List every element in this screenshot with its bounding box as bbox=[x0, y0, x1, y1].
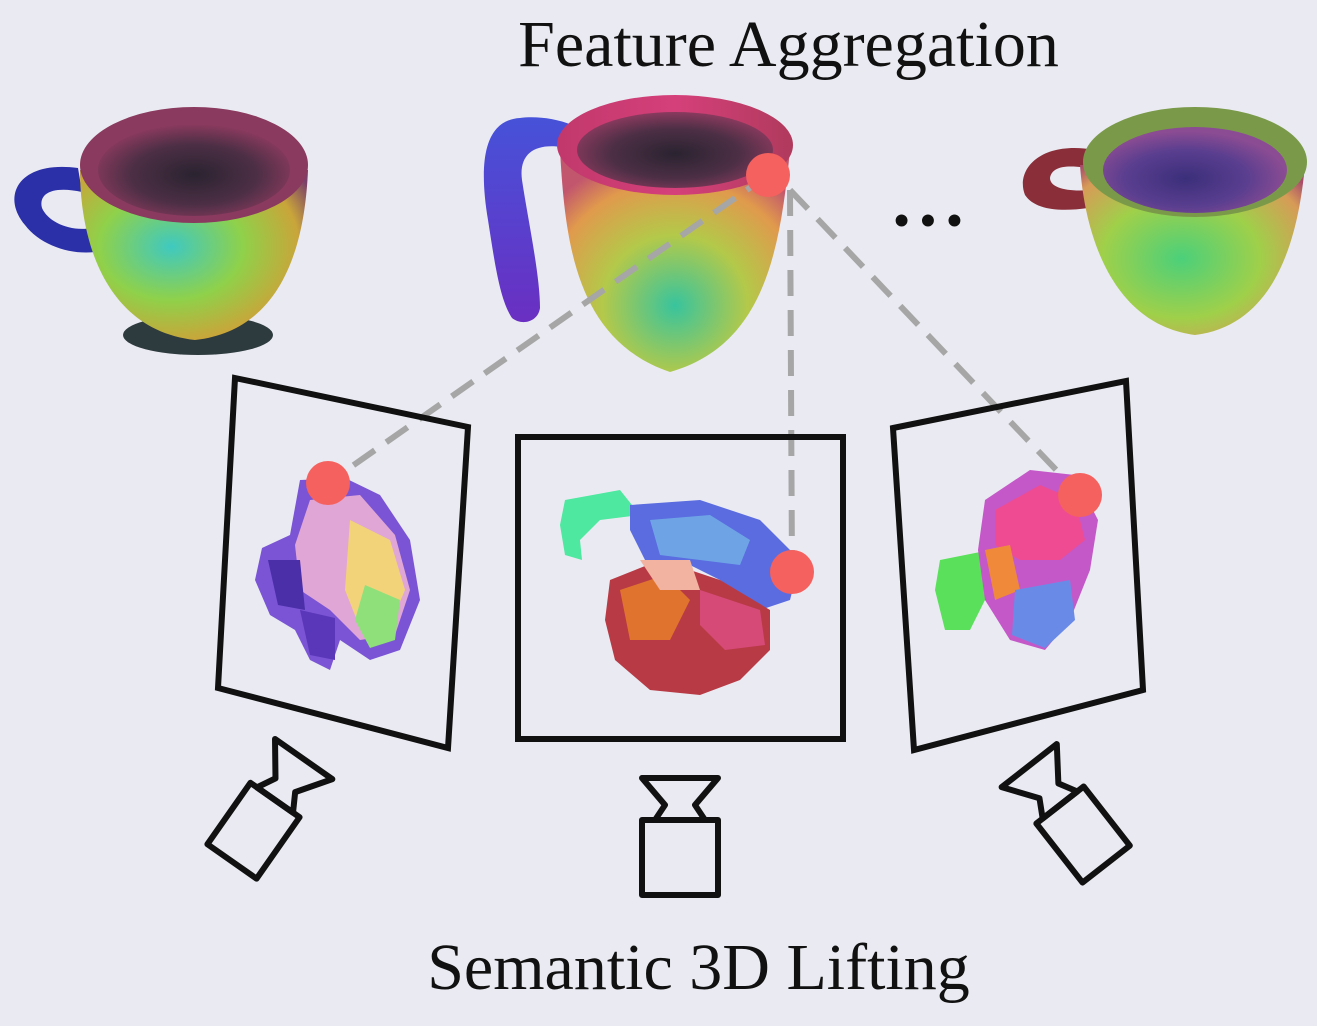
feature-aggregation-title: Feature Aggregation bbox=[518, 8, 1059, 81]
keypoint-3d bbox=[746, 153, 790, 197]
mug-3d-left bbox=[14, 107, 308, 355]
correspondence-line-center bbox=[787, 189, 795, 573]
feature-map-left bbox=[214, 374, 472, 752]
ellipsis-text: • • • bbox=[894, 196, 962, 245]
keypoints bbox=[306, 153, 1102, 594]
keypoint-right-view bbox=[1058, 473, 1102, 517]
semantic-3d-lifting-title: Semantic 3D Lifting bbox=[427, 931, 970, 1004]
feature-blob-right bbox=[935, 470, 1098, 650]
feature-blob-center bbox=[560, 490, 800, 695]
feature-map-right bbox=[889, 377, 1147, 754]
correspondence-line-right bbox=[787, 187, 1083, 498]
mug-3d-center bbox=[483, 95, 793, 372]
correspondence-lines bbox=[326, 172, 1083, 573]
camera-icon bbox=[639, 775, 721, 898]
correspondence-line-left bbox=[326, 172, 770, 486]
camera-icon bbox=[204, 735, 336, 882]
keypoint-left-view bbox=[306, 461, 350, 505]
mug-3d-right bbox=[1022, 107, 1307, 335]
feature-map-center bbox=[515, 434, 846, 742]
feature-blob-left bbox=[255, 478, 420, 670]
keypoint-center-view bbox=[770, 550, 814, 594]
camera-icon bbox=[998, 741, 1133, 886]
